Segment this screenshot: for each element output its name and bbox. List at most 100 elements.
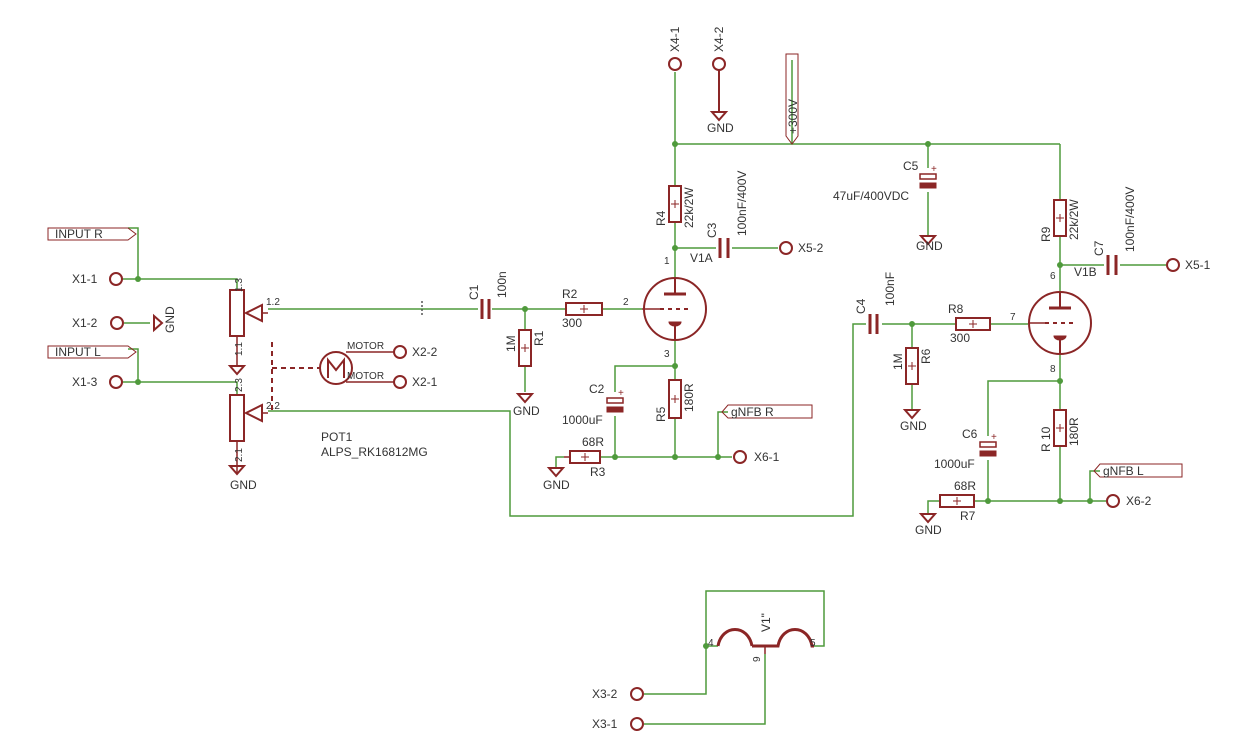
connector-x2-1-label: X2-1 bbox=[412, 375, 438, 389]
connector-x3-2-pad bbox=[630, 687, 644, 701]
v1b-pin-cathode: 8 bbox=[1050, 364, 1056, 375]
r5-name: R5 bbox=[654, 406, 668, 422]
connector-x2-1-pad bbox=[393, 375, 407, 389]
pot-pin-1-3: 1.3 bbox=[234, 278, 245, 292]
junction bbox=[522, 306, 528, 312]
c7-value: 100nF/400V bbox=[1123, 187, 1137, 252]
net-flag-input-r bbox=[47, 227, 137, 241]
connector-x3-1-label: X3-1 bbox=[592, 717, 618, 731]
gnd-label: GND bbox=[513, 404, 540, 418]
wire-input-r bbox=[122, 227, 139, 280]
v1a-pin-cathode: 3 bbox=[664, 349, 670, 360]
junction bbox=[672, 363, 678, 369]
c3-name: C3 bbox=[705, 222, 719, 238]
net-labels: INPUT R INPUT L gNFB R gNFB L +300V bbox=[47, 53, 1183, 478]
connector-x3-1-pad bbox=[630, 717, 644, 731]
c4-name: C4 bbox=[854, 298, 868, 314]
r5-value: 180R bbox=[682, 383, 696, 412]
ground-symbol: GND bbox=[915, 513, 942, 537]
pot-value: ALPS_RK16812MG bbox=[321, 445, 428, 459]
net-label-gnfb-l: gNFB L bbox=[1103, 464, 1144, 478]
motor-pin-label: MOTOR bbox=[347, 371, 384, 382]
r7-name: R7 bbox=[960, 509, 976, 523]
net-label-300v: +300V bbox=[786, 99, 800, 134]
gnd-label: GND bbox=[543, 478, 570, 492]
junction bbox=[715, 454, 721, 460]
c2-value: 1000uF bbox=[562, 413, 603, 427]
net-label-input-l: INPUT L bbox=[55, 345, 101, 359]
ground-symbol: GND bbox=[153, 306, 177, 333]
c5-plus: + bbox=[931, 164, 937, 175]
connector-x4-2-pad bbox=[712, 57, 726, 71]
connector-x5-2-pad bbox=[779, 241, 793, 255]
net-label-gnfb-r: gNFB R bbox=[731, 405, 774, 419]
r4-value: 22k/2W bbox=[682, 187, 696, 228]
junction bbox=[672, 245, 678, 251]
pot-pin-2-1: 2.1 bbox=[234, 448, 245, 462]
resistor-r5: R5 180R bbox=[654, 379, 696, 422]
r9-name: R9 bbox=[1039, 226, 1053, 242]
junction bbox=[672, 141, 678, 147]
capacitor-c3: C3 100nF/400V bbox=[705, 171, 749, 258]
c2-plus: + bbox=[618, 388, 624, 399]
wire-r3-gnd bbox=[555, 456, 564, 468]
r10-value: 180R bbox=[1067, 417, 1081, 446]
c6-name: C6 bbox=[962, 427, 978, 441]
junctions bbox=[135, 141, 1093, 649]
r3-name: R3 bbox=[590, 465, 606, 479]
capacitor-c7: C7 100nF/400V bbox=[1092, 187, 1137, 275]
capacitor-c5: + C5 47uF/400VDC bbox=[833, 159, 937, 203]
connector-x4-1-pad bbox=[668, 57, 682, 71]
r3-value: 68R bbox=[582, 435, 604, 449]
connector-x3-2-label: X3-2 bbox=[592, 687, 618, 701]
r2-name: R2 bbox=[562, 287, 578, 301]
resistor-r1: 1M R1 bbox=[504, 329, 546, 367]
c5-value: 47uF/400VDC bbox=[833, 189, 909, 203]
connector-x1-1-label: X1-1 bbox=[72, 272, 98, 286]
c6-plus: + bbox=[991, 432, 997, 443]
pot-pin-2-2: 2.2 bbox=[266, 401, 280, 412]
c2-name: C2 bbox=[589, 382, 605, 396]
gnd-label: GND bbox=[900, 419, 927, 433]
connector-x5-2-label: X5-2 bbox=[798, 241, 824, 255]
connector-x1-3-pad bbox=[109, 375, 123, 389]
connector-x1-2-label: X1-2 bbox=[72, 316, 98, 330]
v1a-pin-plate: 1 bbox=[664, 256, 670, 267]
grounds: GND GND GND GND GND GND GND bbox=[153, 70, 943, 537]
heater-pin-4: 4 bbox=[708, 638, 714, 649]
wire-x1-1-pot bbox=[138, 278, 238, 290]
r6-name: R6 bbox=[919, 348, 933, 364]
junction bbox=[672, 454, 678, 460]
resistor-r3: 68R R3 bbox=[564, 435, 606, 479]
junction bbox=[612, 454, 618, 460]
tube-v1b: 6 7 8 V1B bbox=[1010, 265, 1097, 375]
connectors: X1-1 X1-2 X1-3 X2-2 X2-1 X4-1 X4-2 X5-2 … bbox=[72, 26, 1211, 731]
pot-element-l bbox=[229, 394, 245, 442]
motor-pin-label: MOTOR bbox=[347, 341, 384, 352]
potentiometer-pot1: 1.3 1.2 1.1 2.3 2.2 2.1 MOTOR MOTOR POT1… bbox=[229, 278, 428, 466]
c1-value: 100n bbox=[495, 271, 509, 298]
pot-pin-1-2: 1.2 bbox=[266, 297, 280, 308]
c4-value: 100nF bbox=[883, 272, 897, 306]
c7-name: C7 bbox=[1092, 240, 1106, 256]
resistor-r9: R9 22k/2W bbox=[1039, 199, 1081, 242]
r6-value: 1M bbox=[891, 353, 905, 370]
heater-name: V1" bbox=[759, 613, 773, 632]
gnd-label: GND bbox=[915, 523, 942, 537]
connector-x6-2-label: X6-2 bbox=[1126, 494, 1152, 508]
resistor-r8: R8 300 bbox=[948, 302, 991, 345]
resistor-r4: R4 22k/2W bbox=[654, 185, 696, 228]
ground-symbol: GND bbox=[900, 409, 927, 433]
heater-pin-5: 5 bbox=[810, 638, 816, 649]
r9-value: 22k/2W bbox=[1067, 199, 1081, 240]
capacitor-c1: C1 100n bbox=[467, 271, 509, 319]
resistor-r10: R 10 180R bbox=[1039, 409, 1081, 452]
net-flag-gnfb-r bbox=[721, 404, 813, 419]
capacitor-c4: C4 100nF bbox=[854, 272, 897, 334]
wire-input-l bbox=[122, 348, 139, 383]
wire-heater-loop bbox=[705, 590, 825, 647]
net-label-input-r: INPUT R bbox=[55, 227, 103, 241]
connector-x2-2-pad bbox=[393, 345, 407, 359]
gnd-label: GND bbox=[707, 121, 734, 135]
r1-name: R1 bbox=[532, 330, 546, 346]
